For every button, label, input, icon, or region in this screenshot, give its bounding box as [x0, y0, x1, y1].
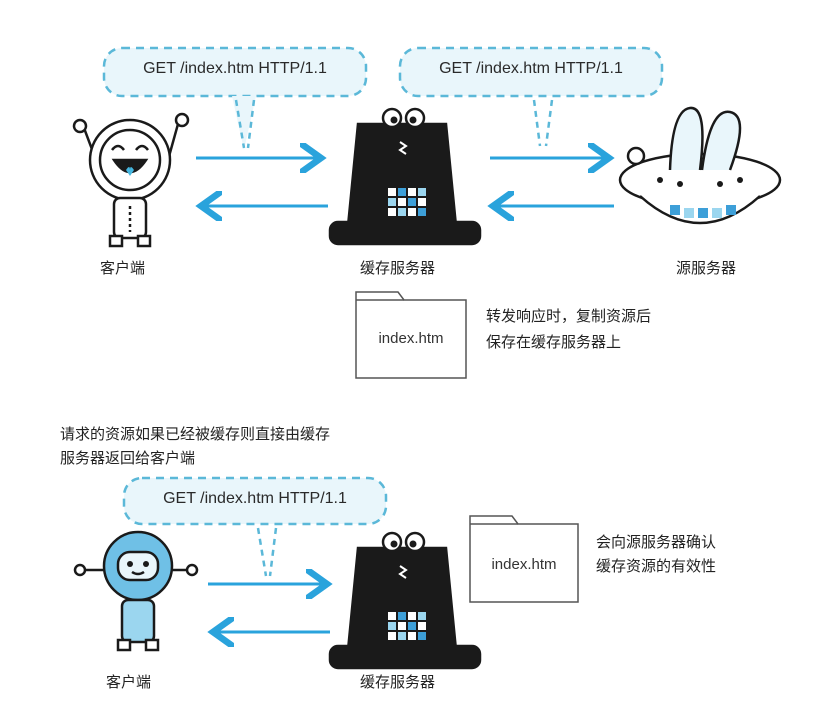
arrows-bottom — [208, 584, 330, 632]
client-label-top: 客户端 — [100, 259, 146, 277]
file-name-top: index.htm — [378, 330, 444, 347]
note-bottom-line1: 会向源服务器确认 — [596, 533, 717, 551]
file-icon-bottom — [469, 515, 579, 603]
description-line2: 服务器返回给客户端 — [60, 449, 196, 467]
note-top-line1: 转发响应时，复制资源后 — [486, 307, 652, 325]
arrows-top — [196, 158, 614, 206]
description-line1: 请求的资源如果已经被缓存则直接由缓存 — [60, 425, 331, 443]
request-text-right: GET /index.htm HTTP/1.1 — [439, 60, 623, 77]
client-label-bottom: 客户端 — [106, 673, 152, 691]
cache-server-bottom — [328, 531, 482, 670]
client-robot-top — [72, 112, 190, 248]
request-bubble-bottom — [122, 476, 388, 577]
request-text-bottom: GET /index.htm HTTP/1.1 — [163, 490, 347, 507]
note-bottom-line2: 缓存资源的有效性 — [596, 557, 717, 575]
cache-label-top: 缓存服务器 — [360, 259, 436, 277]
cache-server-top — [328, 107, 482, 246]
request-text-left: GET /index.htm HTTP/1.1 — [143, 60, 327, 77]
request-bubble-right — [398, 46, 664, 147]
file-icon-top — [355, 291, 467, 379]
cache-label-bottom: 缓存服务器 — [360, 673, 436, 691]
origin-label: 源服务器 — [676, 259, 737, 277]
file-name-bottom: index.htm — [491, 556, 557, 573]
note-top-line2: 保存在缓存服务器上 — [486, 333, 622, 351]
origin-server-ufo — [618, 106, 782, 225]
request-bubble-left — [102, 46, 368, 150]
client-robot-bottom — [73, 530, 199, 652]
